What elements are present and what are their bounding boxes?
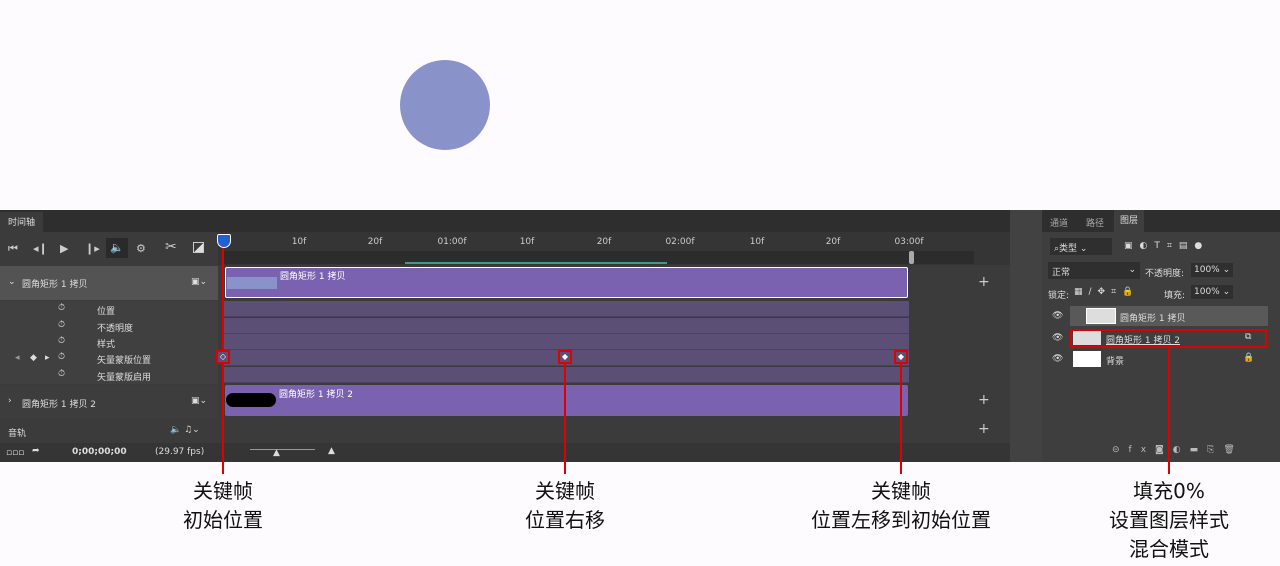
stopwatch-icon[interactable]: ⏱ xyxy=(58,336,66,346)
prev-frame-icon[interactable]: ◂❙ xyxy=(33,242,48,255)
annotation-4: 填充0%设置图层样式混合模式 xyxy=(1109,479,1229,561)
clip-thumbnail xyxy=(227,277,277,289)
zoom-slider[interactable] xyxy=(250,449,315,450)
annotation-3: 关键帧位置左移到初始位置 xyxy=(811,479,991,532)
layer-item[interactable]: 背景 🔒 xyxy=(1070,350,1268,368)
layer-item[interactable]: 圆角矩形 1 拷贝 xyxy=(1070,306,1268,326)
tab-paths[interactable]: 路径 xyxy=(1086,219,1105,229)
transition-icon[interactable] xyxy=(193,242,204,253)
property-track xyxy=(224,334,909,350)
opacity-input[interactable]: 100% ⌄ xyxy=(1191,263,1234,277)
blend-mode-select[interactable]: 正常⌄ xyxy=(1048,262,1140,279)
next-keyframe-icon[interactable]: ▸ xyxy=(45,353,50,363)
smart-object-icon: ⧉ xyxy=(1245,332,1252,342)
gear-icon[interactable]: ⚙ xyxy=(136,242,146,255)
add-media-icon[interactable]: + xyxy=(978,274,990,290)
annotation-line xyxy=(1168,348,1170,474)
stopwatch-icon[interactable]: ⏱ xyxy=(58,369,66,379)
zoom-slider-thumb[interactable]: ▲ xyxy=(273,448,280,458)
layer-name: 圆角矩形 1 拷贝 2 xyxy=(22,400,97,410)
property-track xyxy=(224,318,909,334)
property-label: 矢量蒙版位置 xyxy=(97,356,152,366)
property-label: 矢量蒙版启用 xyxy=(97,373,152,383)
layer-clip-1[interactable]: 圆角矩形 1 拷贝 xyxy=(225,267,908,298)
frame-mode-icon[interactable]: ▫▫▫ xyxy=(6,448,25,458)
layer-actions[interactable]: ⊝fx◙◐▬⎘🗑 xyxy=(1112,445,1244,455)
layer-clip-2[interactable]: 圆角矩形 1 拷贝 2 xyxy=(225,385,908,416)
ruler-tick: 10f xyxy=(519,237,535,247)
add-media-icon[interactable]: + xyxy=(978,392,990,408)
annotation-2: 关键帧位置右移 xyxy=(525,479,605,532)
tab-timeline[interactable]: 时间轴 xyxy=(0,212,44,234)
add-audio-icon[interactable]: + xyxy=(978,421,990,437)
stopwatch-icon[interactable]: ⏱ xyxy=(58,352,66,362)
clip-label: 圆角矩形 1 拷贝 xyxy=(280,272,346,282)
clip-label: 圆角矩形 1 拷贝 2 xyxy=(279,390,354,400)
ruler-tick: 01:00f xyxy=(437,237,467,247)
filter-select[interactable]: ⌕类型 ⌄ xyxy=(1050,238,1112,255)
stopwatch-icon[interactable]: ⏱ xyxy=(58,303,66,313)
audio-icon[interactable]: 🔈 xyxy=(106,238,128,258)
lock-icon: 🔒 xyxy=(1243,353,1255,363)
ruler-tick: 10f xyxy=(749,237,765,247)
layer-row-2[interactable]: › 圆角矩形 1 拷贝 2 ▣⌄ xyxy=(0,385,218,419)
fill-input[interactable]: 100% ⌄ xyxy=(1191,285,1234,299)
audio-track-label: 音轨 xyxy=(8,429,27,439)
ruler-tick: 20f xyxy=(367,237,383,247)
layer-name: 圆角矩形 1 拷贝 xyxy=(22,280,88,290)
ruler-tick: 20f xyxy=(596,237,612,247)
eye-icon[interactable]: 👁 xyxy=(1052,333,1064,343)
cached-frames-indicator xyxy=(405,262,667,264)
eye-icon[interactable]: 👁 xyxy=(1052,311,1064,321)
keyframe[interactable]: ◆ xyxy=(558,350,572,364)
property-track xyxy=(224,367,909,383)
annotation-1: 关键帧初始位置 xyxy=(183,479,263,532)
stopwatch-icon[interactable]: ⏱ xyxy=(58,320,66,330)
playhead-handle[interactable] xyxy=(217,234,231,248)
tab-layers[interactable]: 图层 xyxy=(1114,210,1145,232)
timecode: 0;00;00;00 xyxy=(72,447,127,457)
add-keyframe-icon[interactable]: ◆ xyxy=(30,353,37,363)
property-track xyxy=(224,301,909,317)
film-icon[interactable]: ▣⌄ xyxy=(191,277,208,287)
keyframe[interactable]: ◆ xyxy=(894,350,908,364)
work-area-end-handle[interactable] xyxy=(909,251,914,264)
property-label: 不透明度 xyxy=(97,324,134,334)
keyframe[interactable]: ◇ xyxy=(216,350,230,364)
layer-row-1[interactable]: ⌄ 圆角矩形 1 拷贝 ▣⌄ xyxy=(0,266,218,300)
eye-icon[interactable]: 👁 xyxy=(1052,354,1064,364)
tab-channels[interactable]: 通道 xyxy=(1050,219,1069,229)
render-icon[interactable]: ➦ xyxy=(32,446,40,456)
layers-panel: 通道 路径 图层 ⌕类型 ⌄ ▣◐T⌗▤● 正常⌄ 不透明度: 100% ⌄ 锁… xyxy=(1042,210,1280,462)
timeline-footer xyxy=(0,443,1010,462)
ruler-tick: 03:00f xyxy=(894,237,924,247)
play-icon[interactable]: ▶ xyxy=(60,242,69,255)
zoom-in-icon[interactable]: ▲ xyxy=(328,446,335,456)
animated-circle xyxy=(400,60,490,150)
opacity-label: 不透明度: xyxy=(1145,269,1185,279)
annotation-line xyxy=(900,364,902,474)
first-frame-icon[interactable]: ⏮ xyxy=(8,242,18,255)
annotation-line xyxy=(564,364,566,474)
lock-icons[interactable]: ▦/✥⌗🔒 xyxy=(1074,287,1140,297)
fill-label: 填充: xyxy=(1164,291,1186,301)
filter-icons[interactable]: ▣◐T⌗▤● xyxy=(1124,241,1210,251)
lock-label: 锁定: xyxy=(1048,291,1070,301)
ruler-tick: 02:00f xyxy=(665,237,695,247)
fps: (29.97 fps) xyxy=(155,447,205,457)
clip-thumbnail xyxy=(226,393,276,407)
scissors-icon[interactable]: ✂ xyxy=(165,239,177,255)
prev-keyframe-icon[interactable]: ◂ xyxy=(15,353,20,363)
layer-item[interactable]: 圆角矩形 1 拷贝 2 ⧉ xyxy=(1070,329,1268,347)
property-label: 位置 xyxy=(97,307,116,317)
audio-mute-icon[interactable]: 🔈 ♫⌄ xyxy=(170,425,200,435)
work-area-bar[interactable] xyxy=(222,251,974,264)
highlight-box xyxy=(1070,329,1267,348)
next-frame-icon[interactable]: ❙▸ xyxy=(85,242,100,255)
film-icon[interactable]: ▣⌄ xyxy=(191,396,208,406)
property-label: 样式 xyxy=(97,340,116,350)
ruler-tick: 20f xyxy=(825,237,841,247)
properties-panel xyxy=(0,301,218,384)
ruler-tick: 10f xyxy=(291,237,307,247)
